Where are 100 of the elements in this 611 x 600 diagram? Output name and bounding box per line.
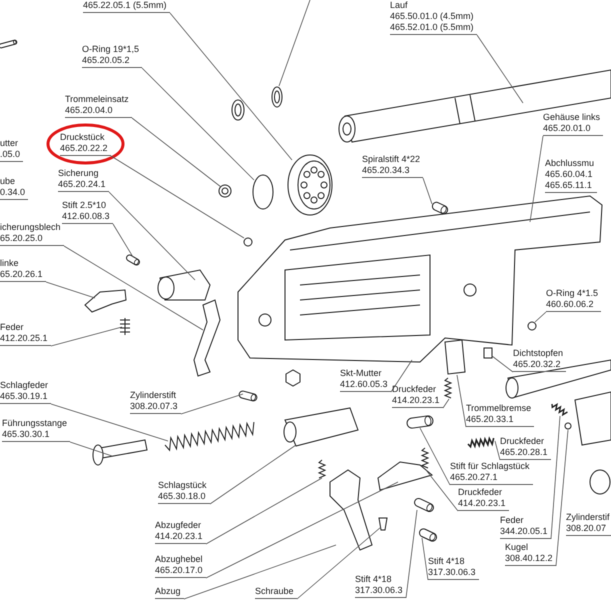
part-callout: [392, 384, 443, 408]
leader-line: [206, 478, 322, 544]
callout-text: Abzug: [155, 586, 181, 597]
callout-text: Feder: [0, 322, 25, 333]
leader-line: [420, 428, 450, 486]
callout-text: Stift 4*18: [355, 574, 393, 585]
callout-text: 414.20.23.1: [458, 498, 506, 509]
leader-line: [180, 394, 244, 414]
callout-text: Abzugfeder: [155, 520, 202, 531]
part-callout: [566, 512, 611, 536]
leader-line: [70, 442, 112, 456]
callout-text: Gehäuse links: [543, 112, 600, 123]
callout-text: 344.20.05.1: [500, 526, 548, 537]
leader-line: [494, 440, 500, 460]
part-callout: [513, 348, 566, 372]
callout-text: 465.20.01.0: [543, 123, 592, 134]
callout-text: 465.20.27.1: [450, 472, 499, 483]
callout-text: Führungsstange: [2, 418, 68, 429]
callout-text: 465.60.04.1: [545, 169, 594, 180]
leader-line: [50, 326, 122, 346]
callout-text: Skt-Mutter: [340, 368, 383, 379]
callout-text: 465.20.32.2: [513, 359, 562, 370]
callout-text: 465.65.11.1: [545, 180, 593, 191]
callout-text: 465.20.04.0: [65, 105, 114, 116]
part-callout: [458, 487, 509, 511]
callout-text: .05.0: [0, 149, 20, 160]
part-callout: [0, 322, 51, 346]
callout-text: 465.20.22.2: [60, 143, 108, 154]
part-callout: [543, 112, 604, 136]
part-callout: [255, 586, 297, 599]
callout-text: Druckfeder: [500, 436, 546, 447]
leader-line: [534, 312, 546, 322]
callout-text: 465.20.28.1: [500, 447, 548, 458]
callout-text: linke: [0, 258, 20, 269]
part-callout: [0, 222, 64, 246]
callout-text: Stift für Schlagstück: [450, 461, 530, 472]
leader-line: [422, 178, 432, 204]
leader-line: [422, 538, 428, 580]
part-callout: [466, 403, 534, 427]
leader-line: [142, 68, 254, 180]
callout-text: ube: [0, 176, 16, 187]
callout-text: Dichtstopfen: [513, 348, 564, 359]
callout-text: 412.20.25.1: [0, 333, 48, 344]
callout-text: 465.20.33.1: [466, 414, 515, 425]
part-callout: [82, 44, 142, 68]
callout-text: Zylinderstift: [130, 390, 178, 401]
callout-text: 465.20.17.0: [155, 565, 203, 576]
part-callout: [155, 586, 184, 599]
part-callout: [65, 94, 132, 118]
callout-text: 465.30.18.0: [158, 491, 207, 502]
leader-line: [132, 118, 222, 188]
callout-text: 460.60.06.2: [546, 299, 595, 310]
callout-text: Spiralstift 4*22: [362, 154, 420, 165]
part-callout: [546, 288, 602, 312]
leader-line: [50, 404, 168, 442]
callout-text: 414.20.23.1: [155, 531, 203, 542]
callout-text: 465.30.30.1: [2, 429, 51, 440]
part-callout: [362, 154, 424, 178]
callout-text: Schlagfeder: [0, 380, 48, 391]
leader-line: [492, 356, 514, 372]
leader-line: [530, 136, 544, 222]
leader-line: [110, 156, 244, 238]
callout-text: 65.20.25.0: [0, 233, 44, 244]
callout-text: Sicherung: [58, 168, 100, 179]
callout-text: 308.20.07: [566, 523, 608, 534]
callout-text: 308.40.12.2: [505, 553, 553, 564]
callout-text: Druckfeder: [392, 384, 438, 395]
callout-text: 465.20.24.1: [58, 179, 106, 190]
part-callout: [545, 158, 598, 193]
callout-text: 317.30.06.3: [428, 567, 476, 578]
leader-line: [296, 526, 382, 600]
part-callout: [0, 176, 28, 200]
callout-text: 0.34.0: [0, 187, 26, 198]
callout-text: Schlagstück: [158, 480, 207, 491]
callout-text: Lauf: [390, 0, 409, 11]
leader-line: [556, 430, 568, 566]
callout-text: 65.20.26.1: [0, 269, 43, 280]
part-callout: [60, 132, 111, 156]
part-callout: [0, 380, 52, 404]
leader-line: [210, 444, 296, 504]
part-callout: [0, 258, 46, 282]
callout-text: Abzughebel: [155, 554, 203, 565]
leader-line: [184, 544, 336, 600]
part-callout: [390, 0, 477, 35]
callout-text: 465.52.01.0 (5.5mm): [390, 22, 474, 33]
leader-line: [406, 510, 418, 598]
leader-line: [206, 482, 398, 578]
part-callout: [505, 542, 556, 566]
part-callout: [2, 418, 70, 442]
part-callout: [0, 138, 24, 162]
leader-line: [108, 192, 196, 280]
part-callout: [58, 168, 109, 192]
part-callout: [500, 515, 551, 539]
callout-text: Zylinderstif: [566, 512, 610, 523]
part-callout: [130, 390, 181, 414]
callout-text: Schraube: [255, 586, 294, 597]
callout-text: 465.20.05.2: [82, 55, 131, 66]
callout-text: Abchlussmu: [545, 158, 594, 169]
leader-line: [550, 416, 560, 540]
part-callout: [428, 556, 479, 580]
